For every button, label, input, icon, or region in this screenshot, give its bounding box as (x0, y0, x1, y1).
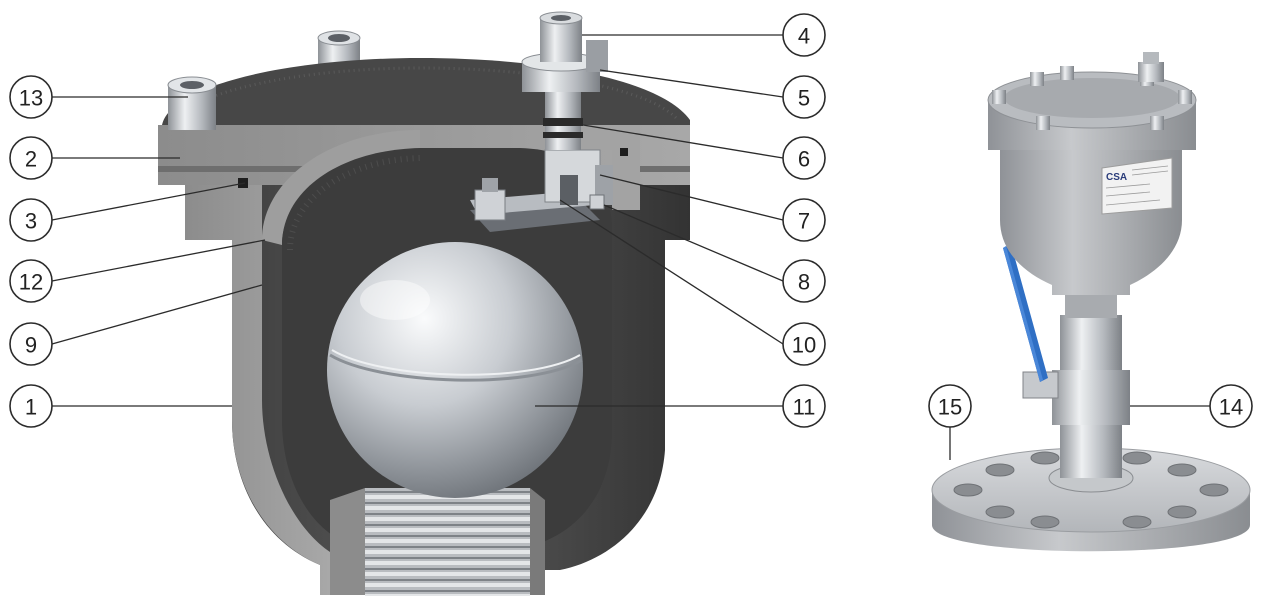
leader-5 (599, 69, 784, 98)
body-cut-face (185, 185, 330, 595)
svg-text:13: 13 (19, 86, 43, 111)
callout-12: 12 (9, 259, 53, 303)
callout-6: 6 (782, 136, 826, 180)
ball-valve-handle (1003, 244, 1059, 399)
callout-15: 15 (928, 384, 972, 428)
float-ball (327, 242, 583, 498)
leader-10 (559, 199, 784, 345)
cover-bolt (167, 76, 217, 130)
leader-lines (51, 34, 1210, 460)
cover-top-nut (1138, 52, 1164, 82)
leader-6 (582, 124, 784, 159)
leader-9 (51, 284, 263, 345)
callout-5: 5 (782, 75, 826, 119)
seat-block (544, 149, 613, 210)
svg-text:5: 5 (798, 86, 810, 111)
callout-9: 9 (9, 322, 53, 366)
svg-text:4: 4 (798, 24, 810, 49)
cutaway-valve (158, 11, 690, 596)
callout-11: 11 (782, 384, 826, 428)
callout-7: 7 (782, 198, 826, 242)
svg-text:12: 12 (19, 270, 43, 295)
svg-text:8: 8 (798, 270, 810, 295)
svg-text:9: 9 (25, 333, 37, 358)
assembled-valve: CSA (931, 52, 1251, 552)
threaded-inlet (330, 488, 545, 596)
svg-text:7: 7 (798, 209, 810, 234)
upper-hex-fitting (1060, 315, 1122, 370)
callout-13: 13 (9, 75, 53, 119)
callout-2: 2 (9, 136, 53, 180)
leader-12 (51, 239, 266, 282)
leader-3 (51, 182, 246, 221)
svg-text:11: 11 (793, 395, 816, 420)
svg-text:10: 10 (792, 333, 816, 358)
svg-text:1: 1 (25, 395, 37, 420)
svg-text:2: 2 (25, 147, 37, 172)
leader-8 (603, 204, 784, 282)
callout-4: 4 (782, 13, 826, 57)
callout-3: 3 (9, 198, 53, 242)
callout-8: 8 (782, 259, 826, 303)
nameplate: CSA (1101, 157, 1173, 215)
leader-7 (599, 174, 784, 221)
callouts: 13 2 3 12 9 1 4 5 6 7 8 10 11 15 14 (9, 13, 1253, 428)
callout-10: 10 (782, 322, 826, 366)
ball-valve-body (1052, 370, 1130, 425)
callout-14: 14 (1209, 384, 1253, 428)
top-nut (521, 11, 608, 92)
svg-text:15: 15 (938, 395, 962, 420)
nameplate-logo: CSA (1106, 172, 1127, 183)
svg-text:6: 6 (798, 147, 810, 172)
svg-text:3: 3 (25, 209, 37, 234)
lower-hex-fitting (1060, 420, 1122, 478)
stem-nozzle (543, 85, 583, 150)
svg-text:14: 14 (1219, 395, 1243, 420)
callout-1: 1 (9, 384, 53, 428)
